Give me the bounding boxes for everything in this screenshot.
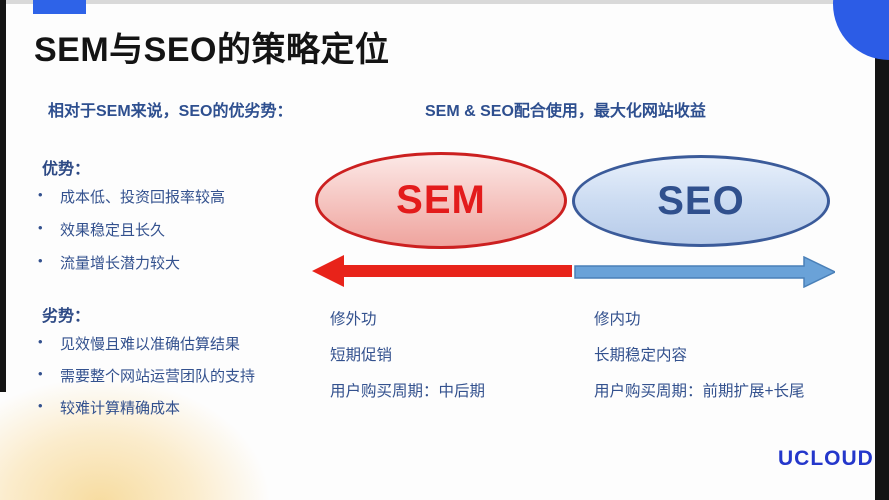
list-item: • 较难计算精确成本 bbox=[38, 397, 328, 418]
advantage-text: 效果稳定且长久 bbox=[60, 222, 166, 239]
disadvantage-text: 见效慢且难以准确估算结果 bbox=[60, 336, 241, 353]
bullet-icon: • bbox=[38, 366, 43, 381]
right-arrow-icon bbox=[574, 256, 835, 288]
left-edge-bar bbox=[0, 0, 6, 392]
blue-circle-decoration bbox=[833, 0, 889, 60]
sem-point: 短期促销 bbox=[330, 347, 393, 364]
bullet-icon: • bbox=[38, 398, 43, 413]
left-column-subtitle: 相对于SEM来说，SEO的优劣势： bbox=[48, 103, 293, 120]
sem-point: 用户购买周期：中后期 bbox=[330, 383, 486, 400]
advantages-heading: 优势： bbox=[42, 161, 91, 178]
ucloud-logo: UCLOUD bbox=[778, 447, 874, 470]
disadvantage-text: 较难计算精确成本 bbox=[60, 400, 181, 417]
seo-ellipse: SEO bbox=[572, 155, 830, 247]
bullet-icon: • bbox=[38, 334, 43, 349]
advantage-text: 成本低、投资回报率较高 bbox=[60, 189, 226, 206]
sem-ellipse: SEM bbox=[315, 152, 567, 249]
bullet-icon: • bbox=[38, 253, 43, 268]
seo-point: 用户购买周期：前期扩展+长尾 bbox=[594, 383, 805, 400]
list-item: • 流量增长潜力较大 bbox=[38, 252, 328, 273]
bullet-icon: • bbox=[38, 220, 43, 235]
disadvantages-heading: 劣势： bbox=[42, 308, 91, 325]
list-item: • 成本低、投资回报率较高 bbox=[38, 186, 328, 207]
seo-label: SEO bbox=[657, 178, 745, 223]
disadvantage-text: 需要整个网站运营团队的支持 bbox=[60, 368, 256, 385]
bullet-icon: • bbox=[38, 187, 43, 202]
title-accent-bar bbox=[33, 0, 86, 14]
list-item: • 见效慢且难以准确估算结果 bbox=[38, 333, 328, 354]
list-item: • 效果稳定且长久 bbox=[38, 219, 328, 240]
right-edge-bar bbox=[875, 0, 889, 500]
sem-point: 修外功 bbox=[330, 311, 377, 328]
page-title: SEM与SEO的策略定位 bbox=[34, 31, 390, 69]
right-column-subtitle: SEM & SEO配合使用，最大化网站收益 bbox=[425, 103, 706, 120]
bottom-edge-bar bbox=[0, 0, 889, 4]
seo-point: 修内功 bbox=[594, 311, 641, 328]
advantage-text: 流量增长潜力较大 bbox=[60, 255, 181, 272]
seo-point: 长期稳定内容 bbox=[594, 347, 688, 364]
list-item: • 需要整个网站运营团队的支持 bbox=[38, 365, 328, 386]
sem-label: SEM bbox=[396, 178, 486, 222]
left-arrow-icon bbox=[312, 255, 572, 287]
